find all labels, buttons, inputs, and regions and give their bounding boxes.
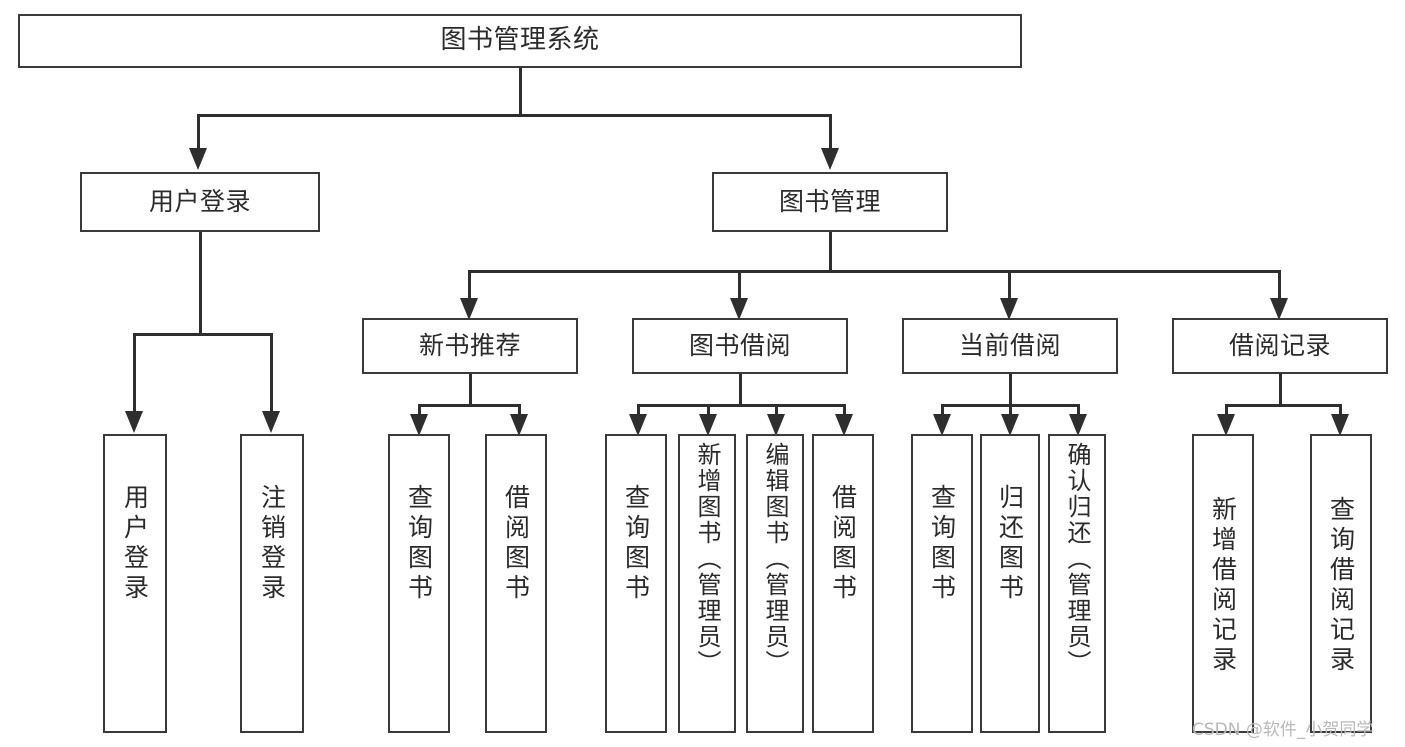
node-label: 查询图书: [404, 484, 434, 604]
connector-user-login-bus: [133, 333, 272, 336]
node-label: 用户登录: [120, 484, 150, 604]
csdn-watermark: CSDN @软件_小贺同学: [1192, 720, 1374, 740]
arrow-to-leaf-confirm-return: [1069, 414, 1087, 436]
connector-book-mgmt-stem: [829, 232, 832, 272]
node-label: 注销登录: [257, 484, 287, 604]
node-label: 图书管理系统: [440, 25, 600, 56]
leaf-borrow-book-recommend[interactable]: 借阅图书: [485, 434, 547, 733]
node-label: 图书管理: [778, 186, 881, 216]
arrow-to-leaf-add-record: [1217, 414, 1235, 436]
node-label: 用户登录: [148, 186, 251, 216]
connector-root-to-book-mgmt: [829, 114, 832, 150]
node-book-management[interactable]: 图书管理: [712, 172, 948, 232]
arrow-to-leaf-borrow-book-1: [510, 414, 528, 436]
node-label: 借阅记录: [1228, 330, 1331, 360]
connector-root-bus: [197, 114, 831, 117]
leaf-return-book[interactable]: 归还图书: [980, 434, 1040, 733]
arrow-to-leaf-add-book: [699, 414, 717, 436]
arrow-to-book-borrow: [730, 298, 748, 320]
connector-new-book-stem: [469, 374, 472, 406]
connector-root-to-user-login: [197, 114, 200, 150]
node-label: 新增图书（管理员）: [693, 442, 721, 676]
connector-book-mgmt-drop-1: [468, 270, 471, 300]
leaf-logout[interactable]: 注销登录: [240, 434, 304, 733]
leaf-query-borrow-record[interactable]: 查询借阅记录: [1310, 434, 1372, 733]
arrow-to-current-borrow: [1000, 298, 1018, 320]
connector-book-borrow-stem: [739, 374, 742, 406]
connector-new-book-drop-2: [518, 404, 521, 416]
leaf-query-book-recommend[interactable]: 查询图书: [388, 434, 450, 733]
leaf-edit-book-admin[interactable]: 编辑图书（管理员）: [746, 434, 804, 733]
node-label: 新增借阅记录: [1208, 496, 1238, 676]
connector-user-login-drop-1: [133, 333, 136, 413]
node-borrow-records[interactable]: 借阅记录: [1172, 318, 1388, 374]
arrow-to-leaf-query-record: [1331, 414, 1349, 436]
connector-root-stem: [519, 68, 522, 115]
arrow-to-book-mgmt: [821, 148, 839, 170]
leaf-borrow-book[interactable]: 借阅图书: [812, 434, 874, 733]
leaf-query-book-current[interactable]: 查询图书: [911, 434, 973, 733]
node-label: 当前借阅: [958, 330, 1061, 360]
node-label: 归还图书: [995, 484, 1025, 604]
node-label: 查询图书: [927, 484, 957, 604]
connector-book-borrow-bus: [637, 404, 845, 407]
connector-current-borrow-drop-1: [941, 404, 944, 416]
node-label: 查询图书: [621, 484, 651, 604]
connector-book-mgmt-drop-2: [738, 270, 741, 300]
arrow-to-leaf-return-book: [1001, 414, 1019, 436]
arrow-to-borrow-records: [1270, 298, 1288, 320]
arrow-to-leaf-query-book-2: [629, 414, 647, 436]
connector-user-login-stem: [199, 232, 202, 335]
node-label: 新书推荐: [418, 330, 521, 360]
connector-book-mgmt-drop-3: [1008, 270, 1011, 300]
connector-book-borrow-drop-2: [707, 404, 710, 416]
node-label: 借阅图书: [828, 484, 858, 604]
arrow-to-leaf-query-book-1: [410, 414, 428, 436]
leaf-add-borrow-record[interactable]: 新增借阅记录: [1192, 434, 1254, 733]
connector-current-borrow-drop-3: [1077, 404, 1080, 416]
connector-borrow-records-drop-2: [1339, 404, 1342, 416]
connector-current-borrow-stem: [1009, 374, 1012, 406]
node-label: 编辑图书（管理员）: [761, 442, 789, 676]
leaf-add-book-admin[interactable]: 新增图书（管理员）: [678, 434, 736, 733]
connector-borrow-records-drop-1: [1225, 404, 1228, 416]
node-user-login[interactable]: 用户登录: [80, 172, 320, 232]
connector-book-mgmt-drop-4: [1278, 270, 1281, 300]
arrow-to-leaf-query-book-3: [933, 414, 951, 436]
node-root-library-system[interactable]: 图书管理系统: [18, 14, 1022, 68]
arrow-to-user-login: [189, 148, 207, 170]
node-label: 查询借阅记录: [1326, 496, 1356, 676]
node-book-borrow[interactable]: 图书借阅: [632, 318, 848, 374]
connector-new-book-drop-1: [418, 404, 421, 416]
connector-book-borrow-drop-4: [843, 404, 846, 416]
node-label: 确认归还（管理员）: [1063, 442, 1091, 676]
arrow-to-leaf-edit-book: [767, 414, 785, 436]
node-new-book-recommend[interactable]: 新书推荐: [362, 318, 578, 374]
connector-book-borrow-drop-1: [637, 404, 640, 416]
connector-user-login-drop-2: [270, 333, 273, 413]
arrow-to-leaf-logout: [262, 411, 280, 433]
arrow-to-leaf-borrow-book-2: [835, 414, 853, 436]
leaf-confirm-return-admin[interactable]: 确认归还（管理员）: [1048, 434, 1106, 733]
connector-current-borrow-drop-2: [1009, 404, 1012, 416]
connector-borrow-records-bus: [1225, 404, 1341, 407]
arrow-to-new-book-recommend: [460, 298, 478, 320]
leaf-query-book-borrow[interactable]: 查询图书: [605, 434, 667, 733]
arrow-to-leaf-user-login: [125, 411, 143, 433]
leaf-user-login[interactable]: 用户登录: [103, 434, 167, 733]
connector-borrow-records-stem: [1279, 374, 1282, 406]
node-current-borrow[interactable]: 当前借阅: [902, 318, 1118, 374]
connector-new-book-bus: [418, 404, 521, 407]
node-label: 借阅图书: [501, 484, 531, 604]
connector-book-borrow-drop-3: [775, 404, 778, 416]
node-label: 图书借阅: [688, 330, 791, 360]
connector-book-mgmt-bus: [468, 270, 1280, 273]
